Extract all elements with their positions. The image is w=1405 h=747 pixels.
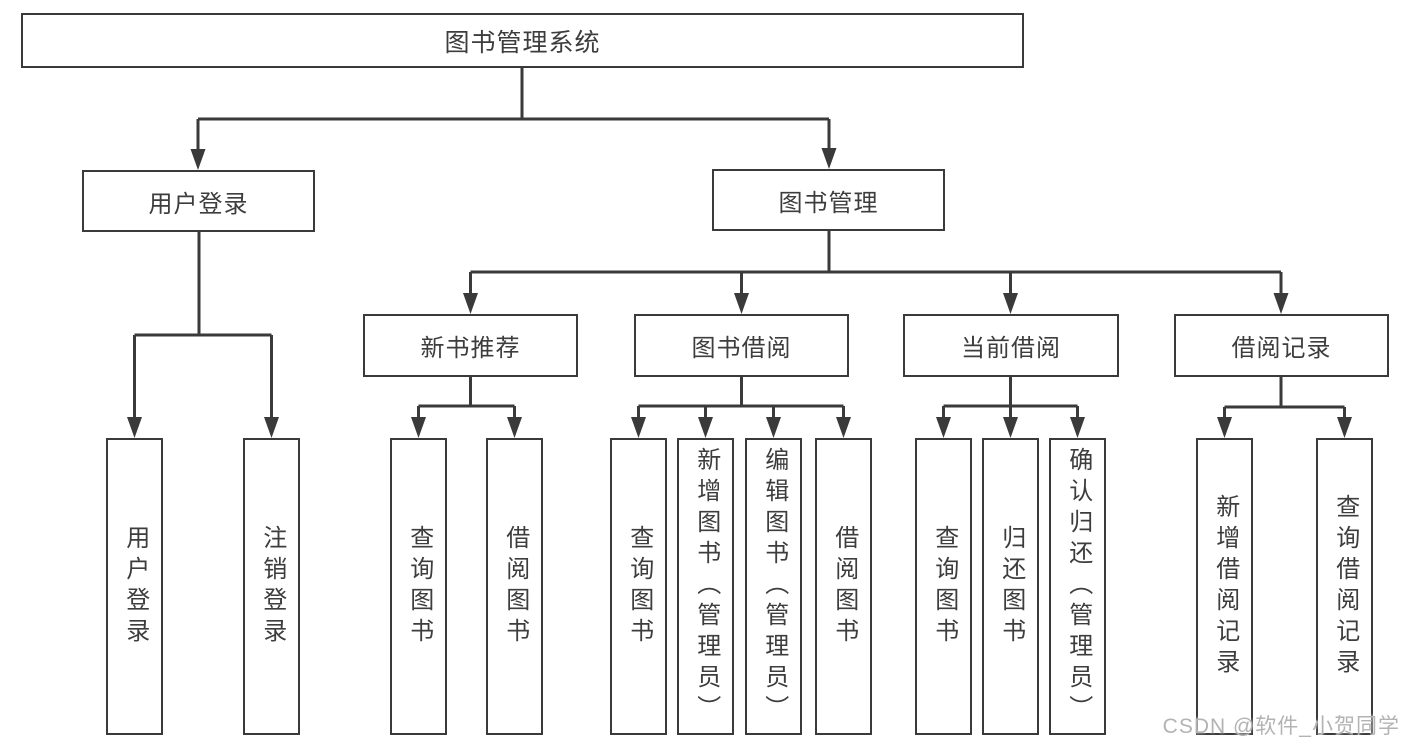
- leaf-logout: 注销登录: [243, 438, 300, 735]
- leaf-borrow-borrow-books-label: 借阅图书: [830, 524, 858, 649]
- connector-records-children: [1223, 377, 1346, 418]
- arrowhead-current-return-books: [1003, 417, 1018, 438]
- leaf-current-return-books: 归还图书: [982, 438, 1039, 735]
- leaf-borrow-add-books-admin: 新增图书（管理员）: [677, 438, 734, 735]
- leaf-logout-label: 注销登录: [258, 524, 286, 649]
- node-user-login: 用户登录: [82, 170, 315, 232]
- arrowhead-borrow-query-books: [631, 417, 646, 438]
- leaf-borrow-edit-books-admin-label: 编辑图书（管理员）: [760, 447, 788, 726]
- csdn-watermark: CSDN @软件_小贺同学: [1162, 715, 1400, 738]
- leaf-recommend-borrow-books-label: 借阅图书: [501, 524, 529, 649]
- leaf-recommend-borrow-books: 借阅图书: [486, 438, 543, 735]
- arrowhead-new-book-recommend: [463, 293, 478, 314]
- arrowhead-leaf-user-login: [127, 417, 142, 438]
- arrowhead-borrow-add-books: [698, 417, 713, 438]
- arrowhead-user-login: [190, 149, 206, 170]
- arrowhead-records-add-record: [1217, 417, 1232, 438]
- leaf-current-return-books-label: 归还图书: [997, 524, 1025, 649]
- arrowhead-book-borrow: [734, 293, 749, 314]
- arrowhead-records-query-record: [1337, 417, 1352, 438]
- node-new-book-recommend: 新书推荐: [363, 314, 578, 377]
- arrowhead-borrow-records: [1273, 293, 1289, 314]
- leaf-user-login: 用户登录: [106, 438, 163, 735]
- leaf-user-login-label: 用户登录: [121, 524, 149, 649]
- leaf-records-query-record: 查询借阅记录: [1316, 438, 1373, 735]
- leaf-borrow-query-books-label: 查询图书: [625, 524, 653, 649]
- leaf-current-confirm-return-admin-label: 确认归还（管理员）: [1064, 447, 1092, 726]
- arrowhead-borrow-edit-books: [766, 417, 781, 438]
- arrowhead-current-confirm-return: [1070, 417, 1085, 438]
- arrowhead-borrow-borrow-books: [836, 417, 851, 438]
- leaf-recommend-query-books-label: 查询图书: [405, 524, 433, 649]
- connector-root-to-level2: [196, 68, 831, 150]
- connector-current-children: [942, 377, 1079, 418]
- leaf-borrow-borrow-books: 借阅图书: [815, 438, 872, 735]
- leaf-records-query-record-label: 查询借阅记录: [1331, 493, 1359, 680]
- node-borrow-records: 借阅记录: [1174, 314, 1389, 377]
- connector-borrow-children: [637, 377, 845, 418]
- leaf-current-confirm-return-admin: 确认归还（管理员）: [1049, 438, 1106, 735]
- arrowhead-current-borrow: [1003, 293, 1018, 314]
- arrowhead-recommend-query-books: [411, 417, 426, 438]
- arrowhead-book-management: [821, 148, 837, 169]
- leaf-current-query-books: 查询图书: [915, 438, 972, 735]
- leaf-records-add-record-label: 新增借阅记录: [1211, 493, 1239, 680]
- node-current-borrow: 当前借阅: [903, 314, 1119, 377]
- leaf-recommend-query-books: 查询图书: [390, 438, 447, 735]
- arrowhead-current-query-books: [936, 417, 951, 438]
- node-book-management: 图书管理: [712, 169, 945, 231]
- leaf-borrow-edit-books-admin: 编辑图书（管理员）: [745, 438, 802, 735]
- connector-user-login-children: [133, 232, 273, 418]
- arrowhead-recommend-borrow-books: [507, 417, 522, 438]
- leaf-current-query-books-label: 查询图书: [930, 524, 958, 649]
- leaf-borrow-query-books: 查询图书: [610, 438, 667, 735]
- connector-book-mgmt-children: [469, 231, 1283, 295]
- leaf-records-add-record: 新增借阅记录: [1196, 438, 1253, 735]
- connector-recommend-children: [417, 377, 516, 418]
- node-book-borrow: 图书借阅: [634, 314, 849, 377]
- leaf-borrow-add-books-admin-label: 新增图书（管理员）: [692, 447, 720, 726]
- arrowhead-leaf-logout: [264, 417, 279, 438]
- node-library-system: 图书管理系统: [21, 13, 1024, 68]
